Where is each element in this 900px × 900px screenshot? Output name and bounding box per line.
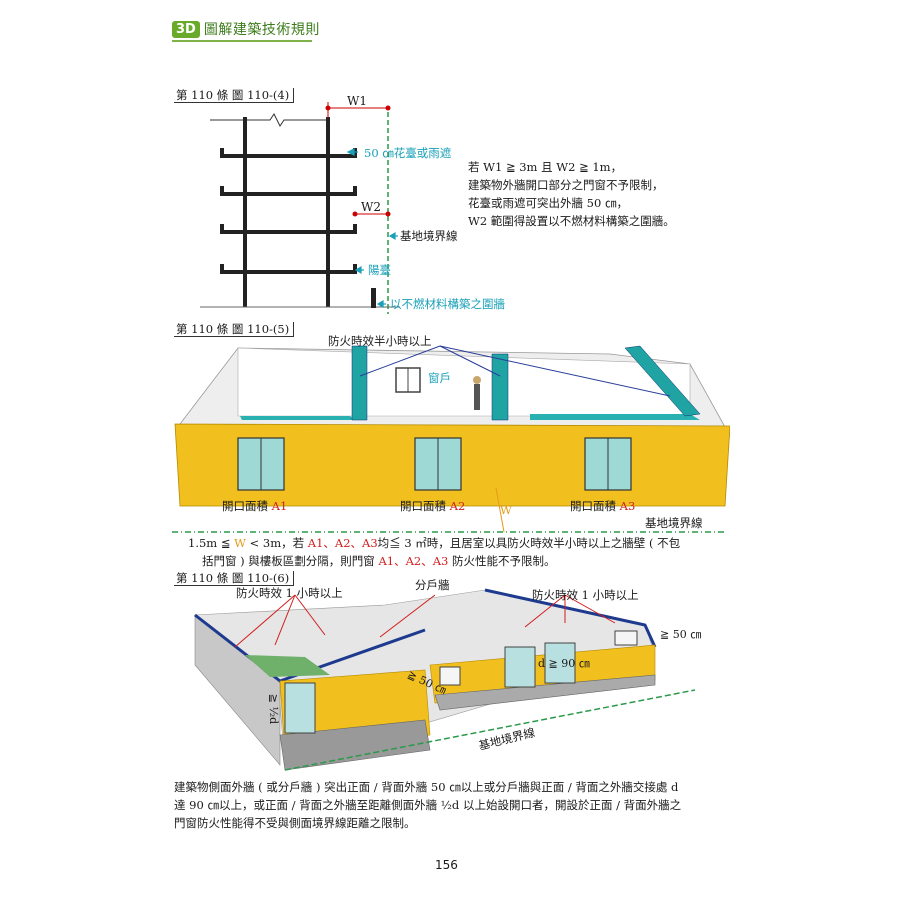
figure-2-label: 第 110 條 圖 110-(5) (174, 322, 295, 337)
figure-1-description: 若 W1 ≧ 3m 且 W2 ≧ 1m， 建築物外牆開口部分之門窗不予限制， 花… (468, 158, 675, 230)
text-segment: 防火性能不予限制。 (448, 554, 556, 568)
header-divider (172, 40, 312, 42)
description-line: 括門窗 ) 與樓板區劃分隔，則門窗 A1、A2、A3 防火性能不予限制。 (188, 552, 708, 570)
description-line: 建築物側面外牆 ( 或分戶牆 ) 突出正面 / 背面外牆 50 ㎝以上或分戶牆與… (174, 780, 679, 794)
opening-a3: 開口面積 A3 (570, 497, 635, 515)
figure-3-description: 建築物側面外牆 ( 或分戶牆 ) 突出正面 / 背面外牆 50 ㎝以上或分戶牆與… (174, 778, 719, 832)
opening-a1-value: A1 (271, 499, 288, 513)
annotation-partition-wall: 分戶牆 (415, 578, 450, 592)
opening-label: 開口面積 (400, 499, 446, 513)
annotation-fire-1hr-left: 防火時效 1 小時以上 (236, 586, 343, 600)
description-line: 若 W1 ≧ 3m 且 W2 ≧ 1m， (468, 160, 623, 174)
w2-label: W2 (361, 200, 381, 214)
text-segment: A1、A2、A3 (307, 536, 378, 550)
description-line: W2 範圍得設置以不燃材料構築之圍牆。 (468, 214, 675, 228)
text-segment: < 3m，若 (245, 536, 308, 550)
annotation-fire-1hr-right: 防火時效 1 小時以上 (532, 588, 639, 602)
text-segment: 括門窗 ) 與樓板區劃分隔，則門窗 (202, 554, 379, 568)
opening-label: 開口面積 (222, 499, 268, 513)
figure-1-diagram (200, 102, 400, 314)
figure-2-diagram (174, 345, 730, 533)
w-label: W (500, 503, 512, 517)
text-segment: W (234, 536, 246, 550)
w1-label: W1 (347, 94, 367, 108)
text-segment: 均≦ 3 ㎡時，且居室以具防火時效半小時以上之牆壁 ( 不包 (377, 536, 681, 550)
opening-a2: 開口面積 A2 (400, 497, 465, 515)
text-segment: A1、A2、A3 (378, 554, 449, 568)
boundary-line-2 (172, 531, 725, 533)
annotation-balcony: 陽臺 (368, 263, 391, 277)
description-line: 花臺或雨遮可突出外牆 50 ㎝， (468, 196, 628, 210)
annotation-50cm: ≧ 50 ㎝ (660, 628, 702, 641)
annotation-fire-half-hour: 防火時效半小時以上 (328, 334, 432, 348)
text-segment: 1.5m ≦ (188, 536, 235, 550)
description-line: 建築物外牆開口部分之門窗不予限制， (468, 178, 664, 192)
figure-2-description: 1.5m ≦ W < 3m，若 A1、A2、A3均≦ 3 ㎡時，且居室以具防火時… (188, 534, 708, 570)
description-line: 門窗防火性能得不受與側面境界線距離之限制。 (174, 816, 416, 830)
annotation-half-d: ≧ ½d (267, 693, 281, 725)
description-line: 達 90 ㎝以上，或正面 / 背面之外牆至距離側面外牆 ½d 以上始設開口者，開… (174, 798, 682, 812)
annotation-window: 窗戶 (428, 371, 451, 385)
opening-label: 開口面積 (570, 499, 616, 513)
annotation-boundary-2: 基地境界線 (645, 516, 703, 530)
opening-a1: 開口面積 A1 (222, 497, 287, 515)
annotation-noncombustible-wall: 以不燃材料構築之圍牆 (390, 297, 505, 311)
page-number: 156 (435, 858, 458, 872)
figure-1-label: 第 110 條 圖 110-(4) (174, 88, 295, 103)
opening-a2-value: A2 (449, 499, 466, 513)
annotation-d-90cm: d ≧ 90 ㎝ (538, 657, 590, 670)
header: 3D 圖解建築技術規則 (172, 19, 320, 39)
description-line: 1.5m ≦ W < 3m，若 A1、A2、A3均≦ 3 ㎡時，且居室以具防火時… (188, 534, 708, 552)
header-badge: 3D (172, 20, 200, 38)
header-title: 圖解建築技術規則 (203, 22, 320, 38)
figure-3-diagram (194, 588, 696, 771)
annotation-balcony-canopy: 50 ㎝花臺或雨遮 (364, 146, 452, 160)
figure-3-label: 第 110 條 圖 110-(6) (174, 571, 295, 586)
opening-a3-value: A3 (619, 499, 636, 513)
annotation-boundary-1: 基地境界線 (400, 229, 458, 243)
